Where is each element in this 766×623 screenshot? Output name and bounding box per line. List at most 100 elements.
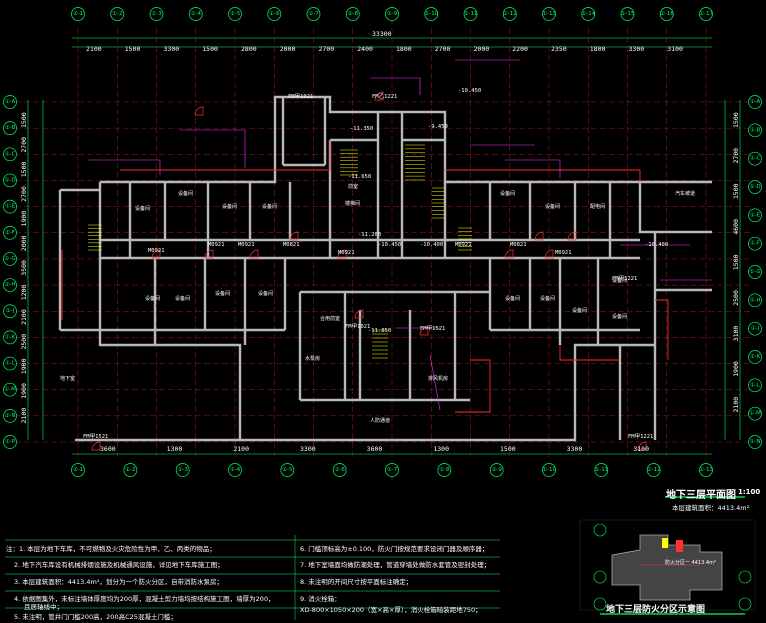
axis-bottom-label: ①-9 bbox=[491, 467, 502, 473]
axis-top-label: ①-10 bbox=[424, 11, 438, 17]
axis-left-label: ①-A bbox=[5, 99, 16, 105]
elevation-mark: -10.450 bbox=[458, 88, 481, 94]
room-label: 设备间 bbox=[500, 190, 515, 197]
axis-right-label: ①-N bbox=[749, 439, 760, 445]
axis-left-label-circle bbox=[3, 278, 17, 292]
axis-right-label: ①-E bbox=[750, 212, 761, 218]
elevation-mark: -11.350 bbox=[350, 126, 373, 132]
elevation-mark: -9.450 bbox=[428, 124, 448, 130]
inset-stair-marker bbox=[662, 538, 668, 548]
axis-top-label: ①-5 bbox=[230, 11, 241, 17]
axis-left-label: ①-P bbox=[5, 439, 16, 445]
axis-left-label-circle bbox=[3, 173, 17, 188]
room-label: 设备间 bbox=[215, 290, 230, 297]
note-3: 3. 本层建筑面积：4413.4m²，划分为一个防火分区，自带消防水泵房； bbox=[14, 578, 223, 586]
axis-bottom-label-circle bbox=[489, 463, 504, 477]
left-dimension-text: 2700 bbox=[20, 137, 28, 153]
room-label: 设备间 bbox=[505, 295, 520, 302]
door-swing bbox=[337, 249, 347, 259]
axis-top-label-circle bbox=[620, 7, 635, 21]
axis-left-label-circle bbox=[3, 356, 17, 371]
axis-left-label: ①-H bbox=[4, 282, 15, 288]
top-dimension-text: 2700 bbox=[435, 45, 451, 53]
room-label: 配电间 bbox=[590, 203, 605, 210]
axis-top-label-circle bbox=[699, 7, 713, 21]
axis-top-label-circle bbox=[424, 7, 439, 21]
door-swing bbox=[374, 91, 384, 101]
axis-top-label: ①-12 bbox=[503, 11, 517, 17]
room-label: 设备间 bbox=[178, 190, 193, 197]
axis-left-label: ①-N bbox=[4, 413, 15, 419]
top-dimension-text: 3300 bbox=[164, 45, 180, 53]
top-dimension-text: 2200 bbox=[512, 45, 528, 53]
axis-left-label-circle bbox=[3, 121, 17, 136]
axis-right-label: ①-G bbox=[749, 269, 760, 275]
axis-top-label-circle bbox=[110, 7, 125, 21]
axis-bottom-label-circle bbox=[332, 463, 347, 477]
axis-top-label: ①-2 bbox=[112, 11, 122, 17]
top-dimension-text: 1800 bbox=[590, 45, 606, 53]
axis-top-label-circle bbox=[306, 7, 321, 21]
room-label: 设备间 bbox=[612, 277, 627, 284]
axis-top-label: ①-9 bbox=[387, 11, 398, 17]
door-swings bbox=[91, 91, 647, 451]
axis-right-label: ①-J bbox=[751, 326, 760, 332]
axis-top-label: ①-16 bbox=[660, 11, 674, 17]
door-swing bbox=[637, 441, 647, 451]
right-dimension-text: 2700 bbox=[732, 148, 740, 164]
axis-bottom-label: ①-11 bbox=[594, 467, 608, 473]
room-label: 排风机房 bbox=[428, 375, 448, 382]
bottom-dimension-text: 3300 bbox=[567, 445, 583, 453]
note-4b: 且居轴线中； bbox=[24, 603, 63, 611]
door-tag: FM甲1521 bbox=[83, 433, 108, 440]
axis-left-label: ①-D bbox=[4, 177, 15, 183]
door-tag: FM甲1021 bbox=[345, 323, 370, 330]
axis-left-label-circle bbox=[3, 382, 17, 397]
axis-left-label: ①-B bbox=[5, 125, 16, 131]
axis-bottom-label-circle bbox=[280, 463, 295, 477]
door-swing bbox=[419, 326, 429, 336]
axis-right-label: ①-M bbox=[749, 411, 761, 417]
right-dimension-text: 2100 bbox=[732, 397, 740, 413]
axis-left-label-circle bbox=[3, 330, 17, 345]
room-label: 设备间 bbox=[145, 295, 160, 302]
axis-right-label-circle bbox=[748, 378, 762, 393]
stairs bbox=[88, 144, 472, 359]
right-dimension-text: 4600 bbox=[732, 219, 740, 235]
door-swing bbox=[194, 106, 204, 116]
axis-bottom-label-circle bbox=[385, 463, 399, 477]
axis-left-label: ①-M bbox=[4, 387, 16, 393]
top-total-dimension: 33300 bbox=[372, 30, 392, 38]
axis-top-label: ①-7 bbox=[308, 11, 319, 17]
door-tag: M0921 bbox=[555, 250, 572, 256]
axis-left-label-circle bbox=[3, 252, 17, 266]
room-label: 设备间 bbox=[612, 313, 627, 320]
axis-bottom-label: ①-10 bbox=[542, 467, 556, 473]
axis-top-label: ①-6 bbox=[269, 11, 280, 17]
axis-top-label: ①-17 bbox=[699, 11, 713, 17]
axis-left-label: ①-G bbox=[4, 256, 15, 262]
axis-bottom-label: ①-4 bbox=[230, 467, 241, 473]
door-swing bbox=[504, 249, 514, 259]
left-dimension-text: 2000 bbox=[20, 235, 28, 251]
door-tag: M0821 bbox=[283, 242, 300, 248]
axis-right-label-circle bbox=[748, 321, 762, 336]
right-dimension-text: 2500 bbox=[732, 290, 740, 306]
left-dimension-text: 1900 bbox=[20, 383, 28, 399]
top-dimension-text: 2350 bbox=[551, 45, 567, 53]
right-dimension-text: 3100 bbox=[732, 326, 740, 342]
axis-top-label-circle bbox=[659, 7, 674, 21]
inset-zone-marker bbox=[676, 540, 683, 552]
note-1: 注：1. 本层为地下车库，不可燃物及火灾危险性为甲、乙、丙类的物品； bbox=[6, 545, 216, 553]
bottom-dimension-text: 1300 bbox=[167, 445, 183, 453]
axis-bottom-label-circle bbox=[228, 463, 242, 477]
axis-left-label-circle bbox=[3, 435, 17, 449]
area-label: 本层建筑面积：4413.4m² bbox=[672, 504, 750, 512]
axis-top-label-circle bbox=[345, 7, 360, 21]
axis-top-label: ①-1 bbox=[73, 11, 83, 17]
axis-top-label-circle bbox=[267, 7, 282, 21]
room-label: 设备间 bbox=[175, 295, 190, 302]
axis-left-label: ①-J bbox=[6, 308, 15, 314]
